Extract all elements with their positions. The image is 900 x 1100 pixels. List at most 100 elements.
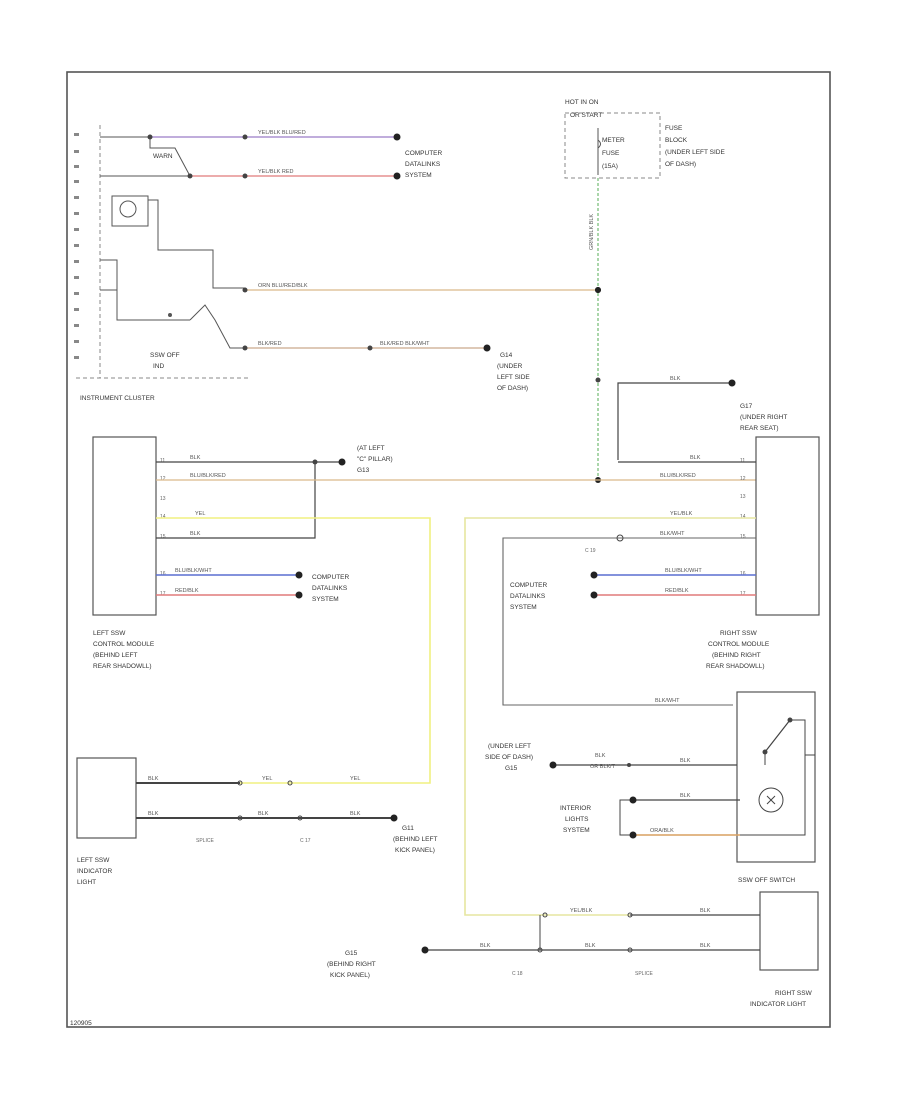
svg-text:CONTROL MODULE: CONTROL MODULE: [93, 641, 155, 648]
svg-text:YEL: YEL: [195, 511, 205, 517]
svg-text:12: 12: [740, 476, 746, 482]
ground-g15-label: G15 (BEHIND RIGHT KICK PANEL): [327, 950, 376, 979]
ssw-off-switch: SSW OFF SWITCH: [736, 691, 816, 884]
svg-text:DATALINKS: DATALINKS: [405, 161, 441, 168]
under-left-g15-label: (UNDER LEFT SIDE OF DASH) G15: [485, 743, 533, 772]
svg-text:YEL: YEL: [262, 776, 272, 782]
svg-text:HOT IN ON: HOT IN ON: [565, 99, 599, 106]
cluster-wire-1: YEL/BLK BLU/RED: [147, 130, 401, 141]
left-red-wire: RED/BLK: [156, 588, 303, 599]
left-module-g13-wire: BLK BLK: [156, 455, 346, 539]
instrument-cluster-label: INSTRUMENT CLUSTER: [80, 395, 155, 402]
ground-g11-label: G11 (BEHIND LEFT KICK PANEL): [393, 825, 437, 854]
svg-text:RIGHT SSW: RIGHT SSW: [775, 990, 813, 997]
svg-text:BLK/WHT: BLK/WHT: [655, 698, 680, 704]
svg-text:"C" PILLAR): "C" PILLAR): [357, 456, 393, 463]
right-indicator-light: [759, 891, 819, 971]
svg-text:(UNDER: (UNDER: [497, 363, 523, 370]
svg-text:(AT LEFT: (AT LEFT: [357, 445, 385, 452]
svg-text:YEL/BLK BLU/RED: YEL/BLK BLU/RED: [258, 130, 306, 136]
svg-text:OF DASH): OF DASH): [665, 161, 696, 168]
right-blk-wht-wire: BLK/WHT BLK/WHT C 19: [502, 531, 756, 706]
left-indicator-light: [76, 757, 137, 839]
svg-text:YEL: YEL: [350, 776, 360, 782]
computer-datalink-right-label: COMPUTER DATALINKS SYSTEM: [510, 582, 548, 611]
cluster-wire-2: YEL/BLK RED: [187, 169, 401, 180]
svg-text:BLK: BLK: [690, 455, 701, 461]
svg-text:SYSTEM: SYSTEM: [405, 172, 432, 179]
svg-text:15: 15: [740, 534, 746, 540]
svg-text:BLK/WHT: BLK/WHT: [660, 531, 685, 537]
svg-text:RED/BLK: RED/BLK: [175, 588, 199, 594]
gauge-symbol: [111, 195, 149, 227]
svg-text:BLK/RED: BLK/RED: [258, 341, 282, 347]
svg-text:17: 17: [160, 591, 166, 597]
svg-text:11: 11: [740, 458, 745, 464]
right-module-label: RIGHT SSW CONTROL MODULE (BEHIND RIGHT R…: [706, 630, 770, 670]
svg-text:(BEHIND LEFT: (BEHIND LEFT: [93, 652, 137, 659]
svg-text:KICK PANEL): KICK PANEL): [330, 972, 370, 979]
svg-text:G11: G11: [402, 825, 414, 832]
svg-text:OR START: OR START: [570, 112, 602, 119]
left-blue-wire: BLU/BLK/WHT: [156, 568, 303, 579]
interior-lights-label: INTERIOR LIGHTS SYSTEM: [560, 805, 591, 834]
svg-text:COMPUTER: COMPUTER: [405, 150, 443, 157]
svg-text:BLK: BLK: [480, 943, 491, 949]
svg-text:SPLICE: SPLICE: [635, 971, 653, 977]
svg-text:BLK: BLK: [680, 758, 691, 764]
svg-text:BLK: BLK: [190, 531, 201, 537]
svg-text:YEL/BLK RED: YEL/BLK RED: [258, 169, 293, 175]
svg-text:DATALINKS: DATALINKS: [312, 585, 348, 592]
svg-text:G17: G17: [740, 403, 753, 410]
svg-text:G15: G15: [345, 950, 358, 957]
svg-text:REAR SEAT): REAR SEAT): [740, 425, 779, 432]
svg-text:13: 13: [160, 496, 166, 502]
svg-text:FUSE: FUSE: [665, 125, 683, 132]
right-blue-wire: BLU/BLK/WHT: [590, 568, 756, 579]
svg-text:BLK: BLK: [700, 943, 711, 949]
svg-text:LEFT SSW: LEFT SSW: [93, 630, 126, 637]
svg-text:SIDE OF DASH): SIDE OF DASH): [485, 754, 533, 761]
left-control-module: 11 12 13 14 15 16 17: [92, 436, 166, 616]
interior-lights-wires: BLK ORA/BLK: [619, 793, 740, 839]
svg-text:(15A): (15A): [602, 163, 618, 170]
svg-text:16: 16: [740, 571, 746, 577]
svg-text:LEFT SIDE: LEFT SIDE: [497, 374, 530, 381]
svg-text:11: 11: [160, 458, 165, 464]
svg-text:14: 14: [160, 514, 166, 520]
svg-text:C 19: C 19: [585, 548, 596, 554]
left-module-label: LEFT SSW CONTROL MODULE (BEHIND LEFT REA…: [93, 630, 155, 670]
svg-text:OR BLK/T: OR BLK/T: [590, 764, 616, 770]
svg-text:ORN BLU/RED/BLK: ORN BLU/RED/BLK: [258, 283, 308, 289]
svg-text:G13: G13: [357, 467, 370, 474]
svg-text:BLK: BLK: [190, 455, 201, 461]
svg-text:SPLICE: SPLICE: [196, 838, 214, 844]
svg-text:SYSTEM: SYSTEM: [563, 827, 590, 834]
ssw-off-label-2: IND: [153, 363, 165, 370]
svg-text:(BEHIND RIGHT: (BEHIND RIGHT: [327, 961, 376, 968]
svg-text:(BEHIND LEFT: (BEHIND LEFT: [393, 836, 437, 843]
svg-text:METER: METER: [602, 137, 625, 144]
cluster-orange-wire: ORN BLU/RED/BLK: [242, 283, 601, 293]
svg-text:(BEHIND RIGHT: (BEHIND RIGHT: [712, 652, 761, 659]
svg-text:BLU/BLK/WHT: BLU/BLK/WHT: [175, 568, 212, 574]
left-yellow-wire: YEL: [156, 511, 431, 784]
svg-text:BLK: BLK: [670, 376, 681, 382]
ssw-off-switch-label: SSW OFF SWITCH: [738, 877, 795, 884]
svg-text:(UNDER LEFT SIDE: (UNDER LEFT SIDE: [665, 149, 725, 156]
svg-text:OF DASH): OF DASH): [497, 385, 528, 392]
svg-text:INTERIOR: INTERIOR: [560, 805, 591, 812]
svg-text:BLK: BLK: [680, 793, 691, 799]
svg-text:C 18: C 18: [512, 971, 523, 977]
svg-text:BLK/RED BLK/WHT: BLK/RED BLK/WHT: [380, 341, 430, 347]
svg-text:17: 17: [740, 591, 746, 597]
svg-text:RIGHT SSW: RIGHT SSW: [720, 630, 758, 637]
instrument-cluster: WARN SSW OFF IND INSTRUMENT CLUSTER: [74, 125, 250, 402]
svg-text:COMPUTER: COMPUTER: [510, 582, 548, 589]
right-indicator-wires: YEL/BLK BLK BLK BLK BLK C 18 SPLICE: [421, 908, 760, 977]
svg-text:LIGHT: LIGHT: [77, 879, 96, 886]
svg-text:KICK PANEL): KICK PANEL): [395, 847, 435, 854]
svg-text:(UNDER RIGHT: (UNDER RIGHT: [740, 414, 787, 421]
cluster-g14-wire: BLK/RED BLK/RED BLK/WHT: [242, 341, 491, 352]
